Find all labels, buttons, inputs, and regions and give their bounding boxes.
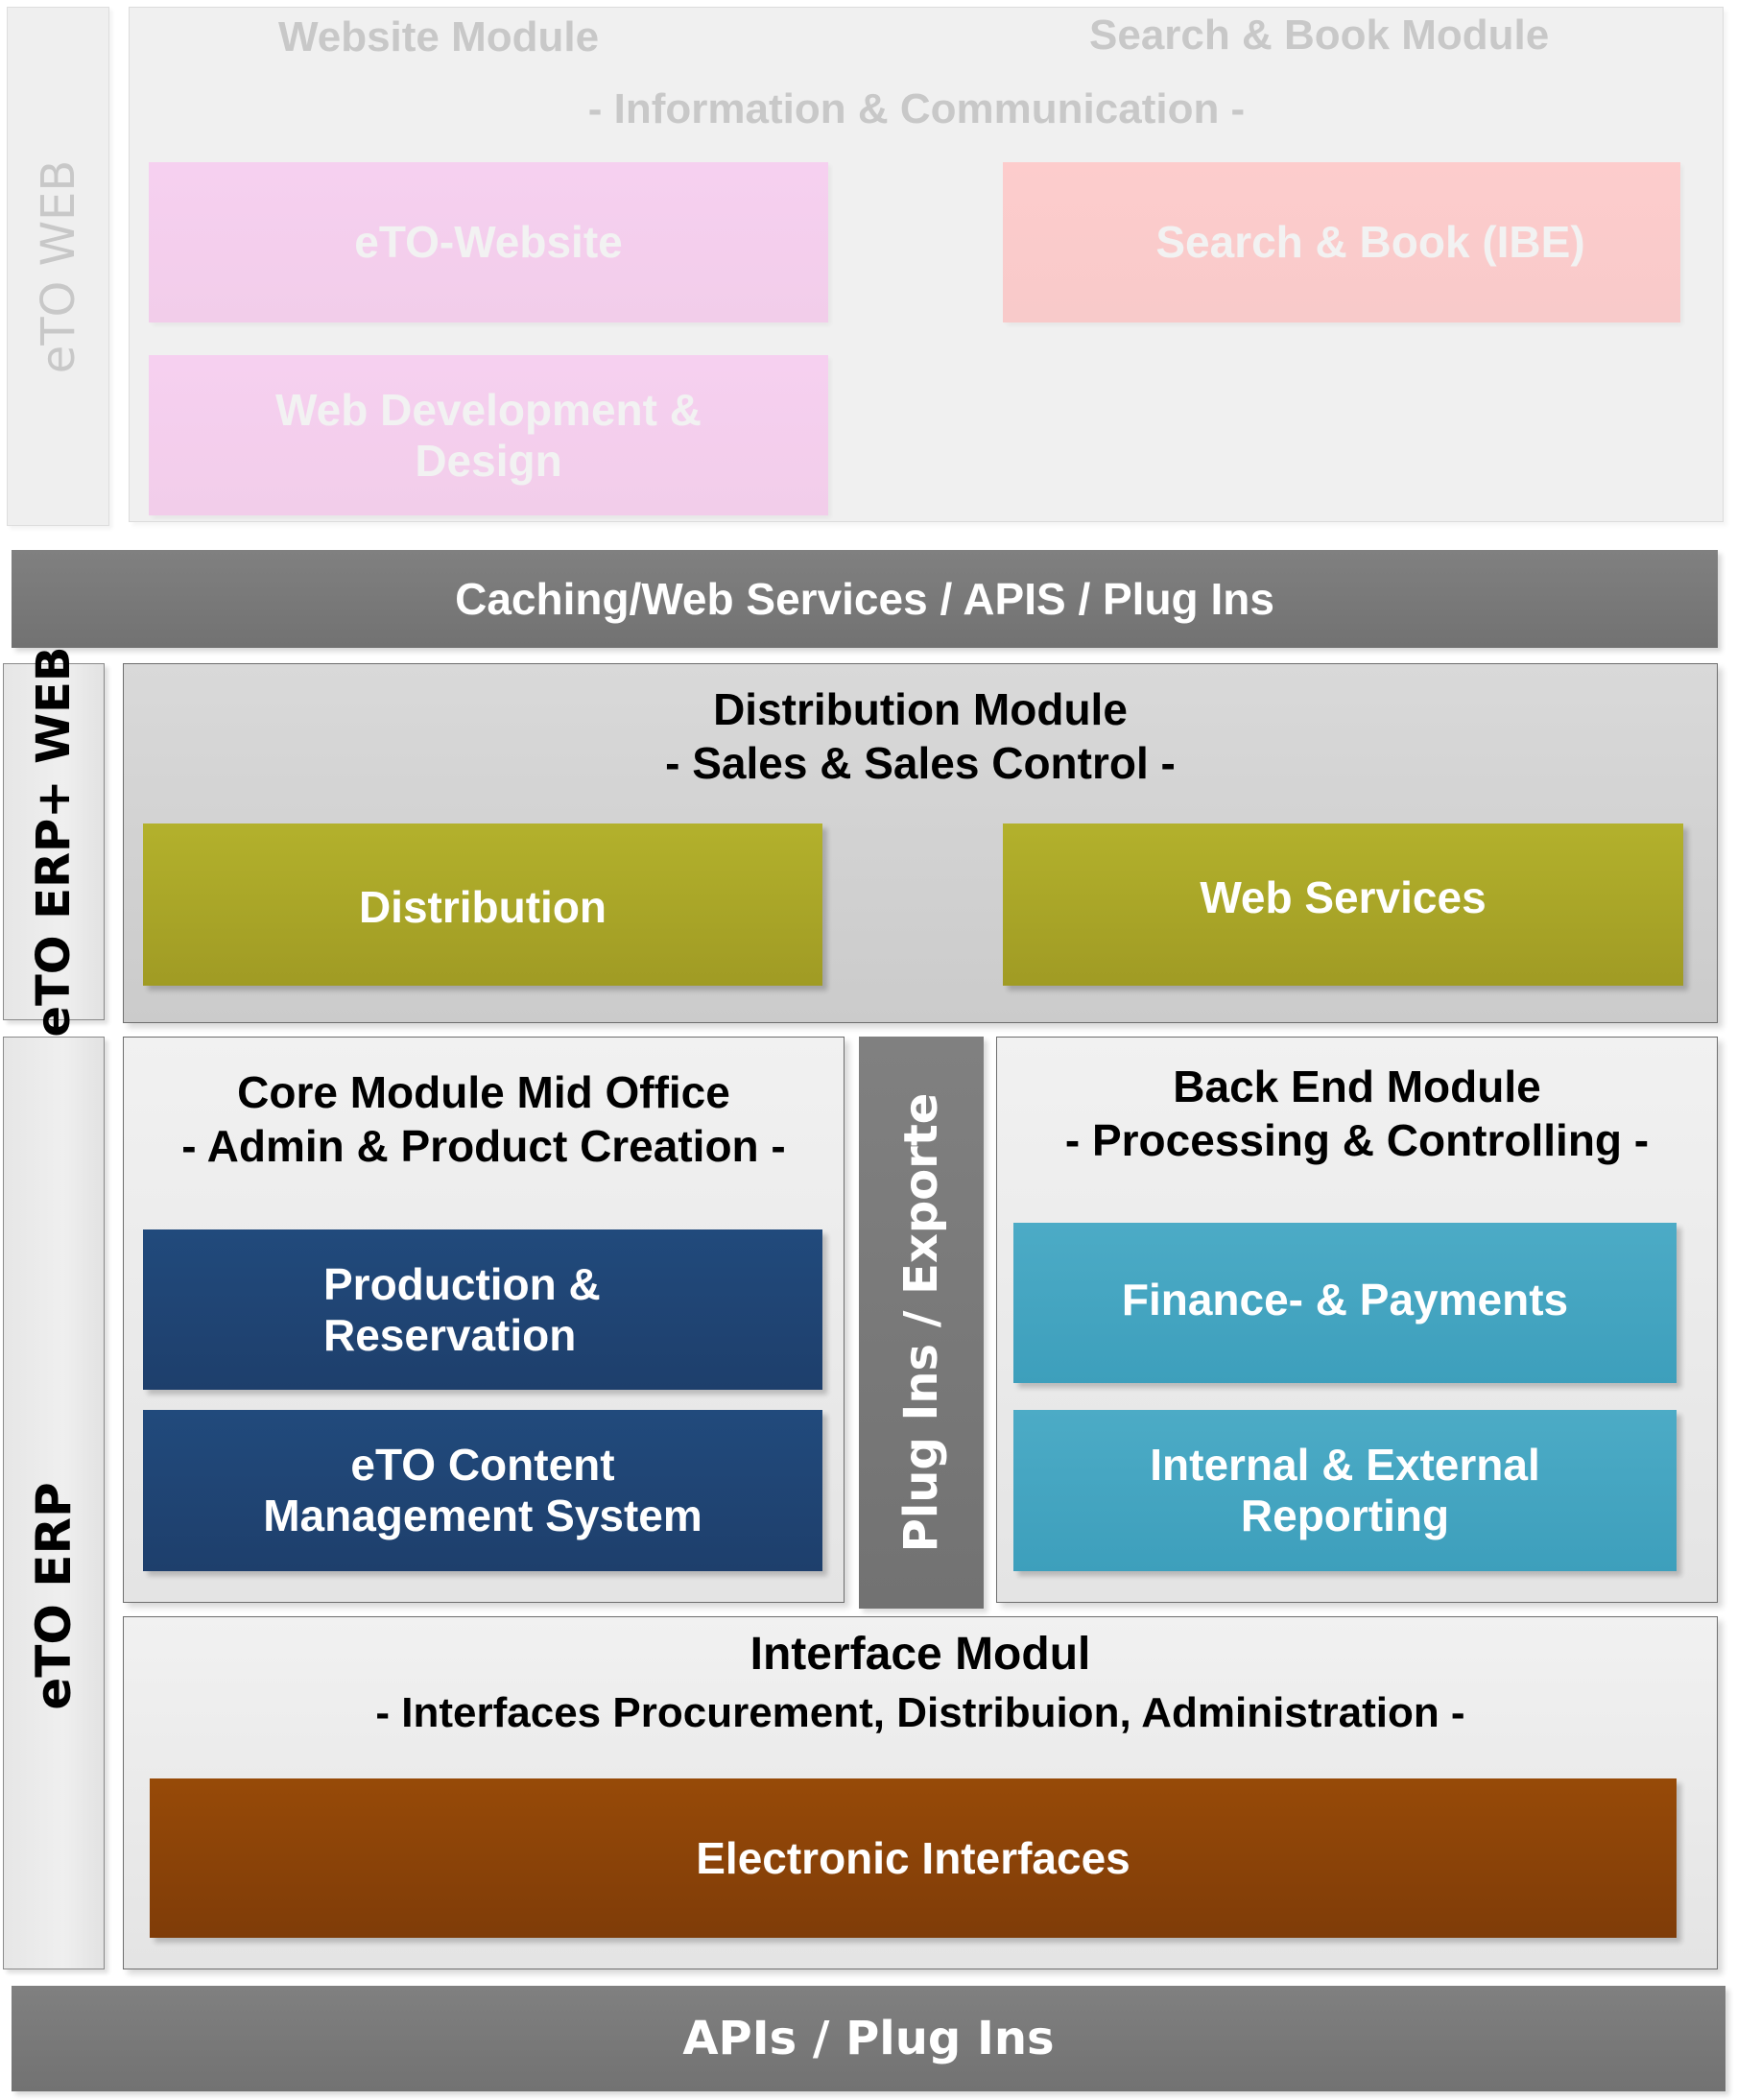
electronic-interfaces-box[interactable]: Electronic Interfaces: [150, 1778, 1677, 1938]
eto-web-side-label: eTO WEB: [7, 7, 109, 526]
web-services-label: Web Services: [1200, 872, 1487, 923]
cms-label-line1: eTO Content: [350, 1440, 615, 1491]
apis-plugins-bar: APIs / Plug Ins: [12, 1986, 1725, 2091]
eto-website-label: eTO-Website: [354, 217, 623, 268]
search-book-label: Search & Book (IBE): [1155, 217, 1585, 268]
eto-erp-web-label-text: eTO ERP+ WEB: [27, 646, 81, 1038]
plugins-exporte-label: Plug Ins / Exporte: [894, 1092, 948, 1553]
reporting-box[interactable]: Internal & External Reporting: [1013, 1410, 1677, 1571]
website-module-title: Website Module: [278, 13, 600, 60]
electronic-interfaces-label: Electronic Interfaces: [696, 1832, 1130, 1883]
core-module-title: Core Module Mid Office: [237, 1067, 730, 1117]
web-services-box[interactable]: Web Services: [1003, 823, 1683, 986]
back-end-module-subtitle: - Processing & Controlling -: [1064, 1115, 1650, 1165]
back-end-module-title: Back End Module: [1173, 1062, 1541, 1111]
eto-web-label-text: eTO WEB: [31, 159, 85, 373]
caching-web-services-bar: Caching/Web Services / APIS / Plug Ins: [12, 550, 1718, 648]
distribution-label: Distribution: [358, 882, 607, 933]
reporting-label-line1: Internal & External: [1150, 1440, 1540, 1491]
reporting-label-line2: Reporting: [1240, 1491, 1450, 1540]
distribution-module-subtitle: - Sales & Sales Control -: [665, 738, 1176, 788]
search-book-ibe-box[interactable]: Search & Book (IBE): [1003, 162, 1680, 322]
finance-label: Finance- & Payments: [1121, 1275, 1569, 1325]
interface-module-subtitle: - Interfaces Procurement, Distribuion, A…: [375, 1689, 1465, 1736]
cms-label-line2: Management System: [263, 1491, 702, 1540]
production-label-line2: Reservation: [323, 1309, 577, 1360]
eto-erp-side-label: eTO ERP: [3, 1037, 105, 1969]
web-dev-label-line1: Web Development &: [275, 384, 702, 435]
distribution-box[interactable]: Distribution: [143, 823, 822, 986]
production-label-line1: Production &: [323, 1258, 601, 1309]
interface-module-title: Interface Modul: [750, 1629, 1091, 1680]
plugins-exporte-bar: Plug Ins / Exporte: [859, 1037, 984, 1609]
web-dev-label-line2: Design: [415, 435, 562, 486]
apis-bar-label: APIs / Plug Ins: [682, 2012, 1055, 2065]
web-development-box[interactable]: Web Development & Design: [149, 355, 828, 515]
eto-erp-label-text: eTO ERP: [26, 1482, 82, 1710]
distribution-module-title: Distribution Module: [713, 684, 1128, 734]
core-module-subtitle: - Admin & Product Creation -: [181, 1121, 786, 1171]
eto-website-box[interactable]: eTO-Website: [149, 162, 828, 322]
eto-cms-box[interactable]: eTO Content Management System: [143, 1410, 822, 1571]
caching-bar-label: Caching/Web Services / APIS / Plug Ins: [455, 574, 1274, 624]
production-reservation-box[interactable]: Production & Reservation: [143, 1229, 822, 1390]
search-book-module-title: Search & Book Module: [1089, 12, 1550, 59]
eto-erp-web-side-label: eTO ERP+ WEB: [3, 647, 105, 1038]
web-layer-subtitle: - Information & Communication -: [587, 85, 1246, 132]
finance-payments-box[interactable]: Finance- & Payments: [1013, 1223, 1677, 1383]
